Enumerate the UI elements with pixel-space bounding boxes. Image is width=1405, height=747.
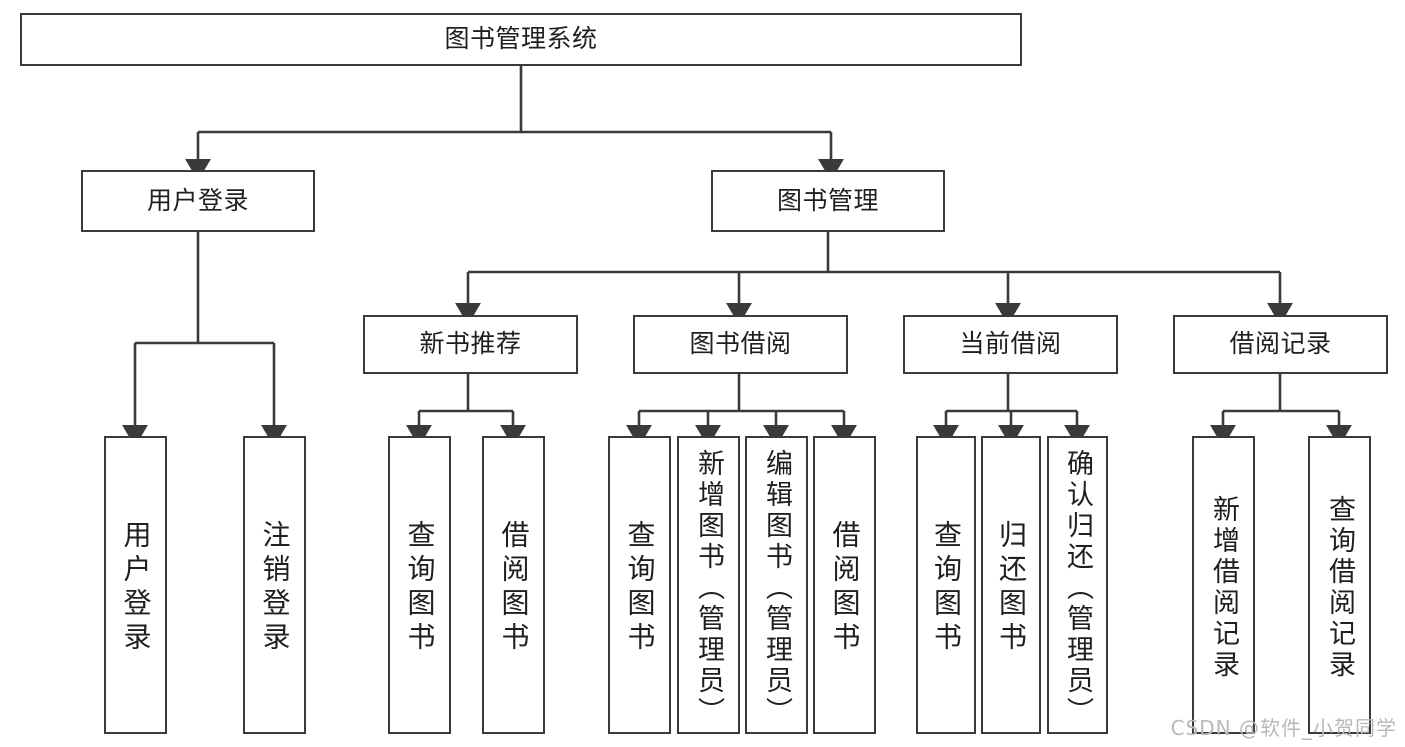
node-leaf-add-record-label: 新增借阅记录 [1208, 495, 1239, 681]
node-leaf-user-login-label: 用户登录 [119, 520, 153, 656]
watermark-text: CSDN @软件_小贺同学 [1170, 716, 1397, 740]
node-leaf-query-record[interactable]: 查询借阅记录 [1308, 436, 1371, 734]
node-leaf-query-record-label: 查询借阅记录 [1324, 495, 1355, 681]
node-root-label: 图书管理系统 [444, 24, 598, 54]
node-leaf-user-logout[interactable]: 注销登录 [243, 436, 306, 734]
node-new-book-recommend[interactable]: 新书推荐 [363, 315, 578, 374]
node-leaf-edit-book[interactable]: 编辑图书（管理员） [745, 436, 808, 734]
node-root[interactable]: 图书管理系统 [20, 13, 1022, 66]
node-leaf-add-record[interactable]: 新增借阅记录 [1192, 436, 1255, 734]
node-leaf-user-logout-label: 注销登录 [258, 520, 292, 656]
node-leaf-query-book-2[interactable]: 查询图书 [608, 436, 671, 734]
node-current-borrow-label: 当前借阅 [959, 329, 1062, 359]
node-leaf-confirm-return[interactable]: 确认归还（管理员） [1047, 436, 1108, 734]
node-leaf-query-book-1[interactable]: 查询图书 [388, 436, 451, 734]
node-leaf-add-book-label: 新增图书（管理员） [693, 448, 724, 728]
node-leaf-edit-book-label: 编辑图书（管理员） [761, 448, 792, 728]
node-book-management[interactable]: 图书管理 [711, 170, 945, 232]
node-leaf-add-book[interactable]: 新增图书（管理员） [677, 436, 740, 734]
node-leaf-borrow-book-1[interactable]: 借阅图书 [482, 436, 545, 734]
node-user-login[interactable]: 用户登录 [81, 170, 315, 232]
node-book-borrow-label: 图书借阅 [689, 329, 792, 359]
node-new-book-recommend-label: 新书推荐 [419, 329, 522, 359]
node-leaf-return-book-label: 归还图书 [995, 520, 1028, 656]
node-leaf-query-book-3[interactable]: 查询图书 [916, 436, 976, 734]
node-borrow-record-label: 借阅记录 [1229, 329, 1332, 359]
node-leaf-borrow-book-1-label: 借阅图书 [497, 520, 531, 656]
node-current-borrow[interactable]: 当前借阅 [903, 315, 1118, 374]
node-leaf-borrow-book-2[interactable]: 借阅图书 [813, 436, 876, 734]
node-leaf-query-book-2-label: 查询图书 [623, 520, 657, 656]
node-leaf-query-book-3-label: 查询图书 [930, 520, 963, 656]
node-borrow-record[interactable]: 借阅记录 [1173, 315, 1388, 374]
node-leaf-confirm-return-label: 确认归还（管理员） [1062, 448, 1093, 728]
node-leaf-borrow-book-2-label: 借阅图书 [828, 520, 862, 656]
node-user-login-label: 用户登录 [146, 185, 249, 215]
node-leaf-user-login[interactable]: 用户登录 [104, 436, 167, 734]
node-leaf-return-book[interactable]: 归还图书 [981, 436, 1041, 734]
node-book-borrow[interactable]: 图书借阅 [633, 315, 848, 374]
node-leaf-query-book-1-label: 查询图书 [403, 520, 437, 656]
node-book-management-label: 图书管理 [776, 185, 879, 215]
